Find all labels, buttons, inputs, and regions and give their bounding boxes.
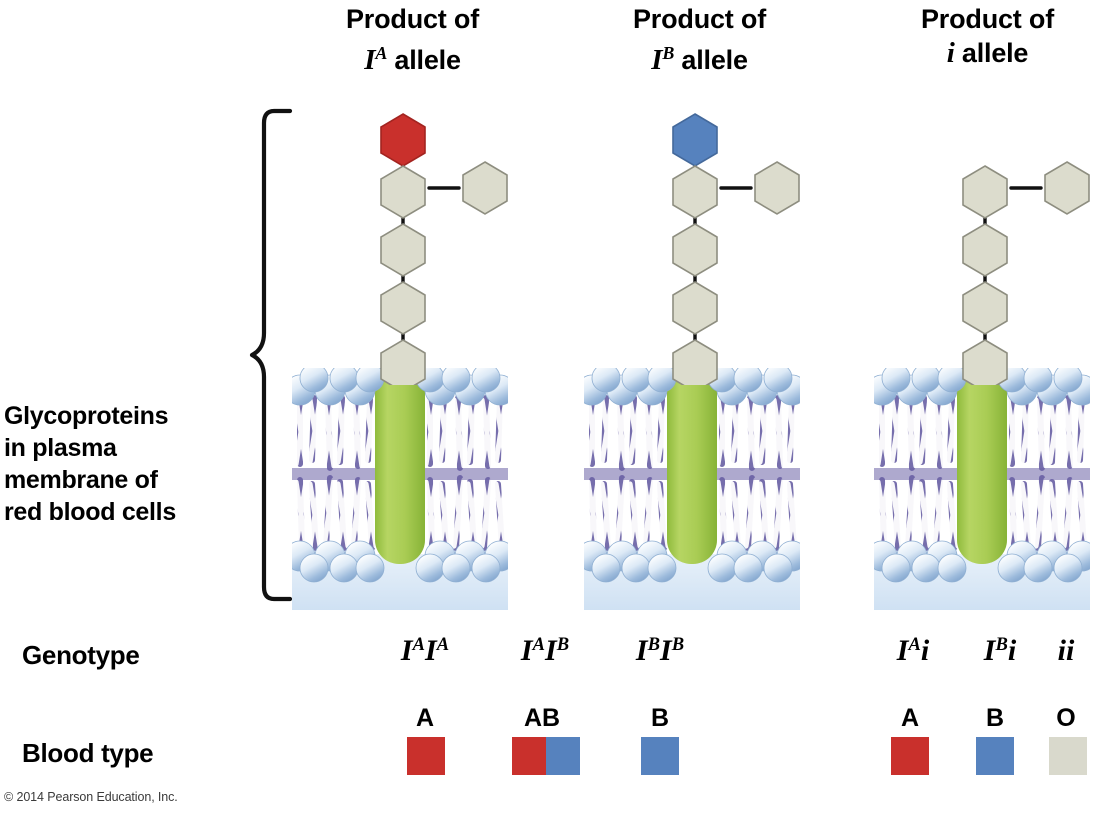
blood-type-label-b-2: B xyxy=(985,704,1005,732)
glycan-chain-b xyxy=(672,113,800,385)
blood-type-label-o: O xyxy=(1056,704,1076,732)
blood-type-swatch-ab xyxy=(512,737,580,775)
swatch-color-red xyxy=(891,737,929,775)
genotype-ai: IAi xyxy=(896,634,930,668)
allele-symbol-b: IB xyxy=(651,43,675,76)
allele-suffix: allele xyxy=(954,38,1029,68)
column-header-allele-i: Product of i allele xyxy=(880,2,1095,70)
blood-type-swatch-a-1 xyxy=(407,737,445,775)
swatch-color-blue xyxy=(976,737,1014,775)
column-header-line1: Product of xyxy=(633,4,766,34)
genotype-bi: IBi xyxy=(983,634,1017,668)
membrane-region-bracket xyxy=(249,108,293,602)
blood-type-label-ab: AB xyxy=(523,704,561,732)
row-label-blood-type: Blood type xyxy=(22,738,154,768)
swatch-color-beige xyxy=(1049,737,1087,775)
side-label-line-4: red blood cells xyxy=(4,498,176,526)
allele-suffix: allele xyxy=(674,44,748,75)
terminal-sugar-a xyxy=(380,113,426,167)
column-header-line1: Product of xyxy=(921,4,1054,34)
genotype-ab: IAIB xyxy=(520,634,570,668)
plasma-membrane-panel-i xyxy=(874,368,1090,610)
side-label-line-3: membrane of xyxy=(4,466,158,494)
column-header-line2: IB allele xyxy=(592,36,807,77)
side-label-line-2: in plasma xyxy=(4,434,117,462)
row-label-genotype: Genotype xyxy=(22,640,140,670)
glycoproteins-side-label: Glycoproteins in plasma membrane of red … xyxy=(4,400,248,528)
genotype-aa: IAIA xyxy=(400,634,450,668)
swatch-color-blue xyxy=(641,737,679,775)
side-label-line-1: Glycoproteins xyxy=(4,402,169,430)
blood-type-label-a-2: A xyxy=(900,704,920,732)
genotype-bb: IBIB xyxy=(635,634,685,668)
glycan-chain-i xyxy=(962,161,1090,385)
column-header-line2: i allele xyxy=(880,36,1095,70)
allele-suffix: allele xyxy=(387,44,461,75)
plasma-membrane-panel-b xyxy=(584,368,800,610)
blood-type-swatch-b-2 xyxy=(976,737,1014,775)
blood-type-label-a-1: A xyxy=(415,704,435,732)
allele-symbol-a: IA xyxy=(364,43,388,76)
copyright-notice: © 2014 Pearson Education, Inc. xyxy=(4,790,178,804)
glycan-chain-a xyxy=(380,113,508,385)
terminal-sugar-b xyxy=(672,113,718,167)
blood-type-label-b-1: B xyxy=(650,704,670,732)
swatch-color-blue xyxy=(546,737,580,775)
plasma-membrane-panel-a xyxy=(292,368,508,610)
blood-type-swatch-a-2 xyxy=(891,737,929,775)
swatch-color-red xyxy=(512,737,546,775)
genotype-ii: ii xyxy=(1057,634,1075,668)
blood-type-swatch-o xyxy=(1049,737,1087,775)
column-header-allele-a: Product of IA allele xyxy=(305,2,520,77)
allele-symbol-i: i xyxy=(946,37,955,69)
column-header-line1: Product of xyxy=(346,4,479,34)
column-header-allele-b: Product of IB allele xyxy=(592,2,807,77)
swatch-color-red xyxy=(407,737,445,775)
blood-type-swatch-b-1 xyxy=(641,737,679,775)
column-header-line2: IA allele xyxy=(305,36,520,77)
